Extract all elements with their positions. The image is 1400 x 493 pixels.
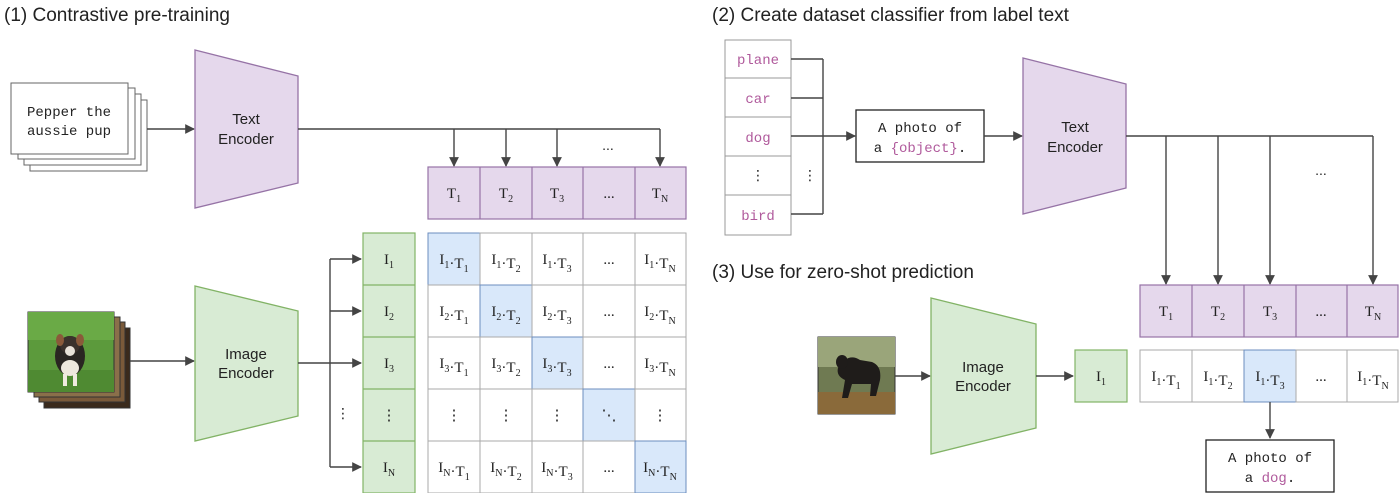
matrix-cell: I1·T2 — [491, 252, 520, 275]
result-line1: A photo of — [1228, 451, 1312, 467]
text-token-2: T2 — [499, 186, 513, 205]
text-encoder-2: Text Encoder — [1022, 57, 1127, 215]
image-token-single: I1 — [1074, 349, 1128, 403]
text-token-dots: ... — [603, 186, 614, 202]
image-token-1: I1 — [384, 252, 394, 271]
text-encoder-2-label-1: Text — [1061, 119, 1089, 136]
text-token-2-n: TN — [1365, 304, 1381, 323]
text-top-dots: ... — [602, 137, 614, 153]
svg-text:a {object}.: a {object}. — [874, 141, 966, 157]
prediction-result: A photo of a dog. — [1205, 439, 1335, 493]
image-token-dots: ⋮ — [382, 408, 397, 424]
label-car: car — [745, 92, 770, 108]
matrix-cell: IN·T1 — [438, 460, 469, 483]
matrix-cell: ⋮ — [499, 408, 514, 424]
image-encoder-2-label-2: Encoder — [955, 378, 1011, 395]
matrix-cell: I1·T1 — [439, 252, 468, 275]
matrix-cell: IN·TN — [643, 460, 677, 483]
section1-title: (1) Contrastive pre-training — [4, 5, 230, 26]
score-cell-best: I1·T3 — [1255, 369, 1284, 392]
matrix-cell: ... — [603, 252, 614, 268]
prompt-line1: A photo of — [878, 121, 962, 137]
svg-text:a dog.: a dog. — [1245, 471, 1295, 487]
section2-title: (2) Create dataset classifier from label… — [712, 5, 1070, 26]
image-token-n: IN — [383, 460, 395, 479]
result-suffix: . — [1287, 471, 1295, 487]
text-encoder-2-label-2: Encoder — [1047, 139, 1103, 156]
matrix-cell: ... — [603, 356, 614, 372]
prompt-template: A photo of a {object}. — [855, 109, 985, 163]
text-encoder-label-2: Encoder — [218, 131, 274, 148]
matrix-cell: IN·T3 — [541, 460, 572, 483]
result-word: dog — [1262, 471, 1287, 487]
text-token-2-2: T2 — [1211, 304, 1225, 323]
text-encoder-label-1: Text — [232, 111, 260, 128]
image-token-column: I1 I2 I3 ⋮ IN — [362, 232, 416, 493]
matrix-cell: ⋮ — [550, 408, 565, 424]
matrix-cell: I2·TN — [644, 304, 675, 327]
text-token-2-3: T3 — [1263, 304, 1277, 323]
label-dots: ⋮ — [751, 167, 765, 183]
label-bird: bird — [741, 209, 775, 225]
text2-top-dots: ... — [1315, 162, 1327, 178]
matrix-cell: I2·T3 — [542, 304, 571, 327]
matrix-cell: I3·T2 — [491, 356, 520, 379]
matrix-cell: ... — [603, 304, 614, 320]
text-token-row-2: T1 T2 T3 ... TN — [1139, 284, 1399, 338]
matrix-cell: I3·T3 — [542, 356, 571, 379]
similarity-matrix: I1·T1 I1·T2 I1·T3 ... I1·TN I2·T1 I2·T2 … — [427, 232, 687, 493]
text-token-3: T3 — [550, 186, 564, 205]
text-token-n: TN — [652, 186, 668, 205]
text-token-row: T1 T2 T3 ... TN — [427, 166, 687, 220]
text-encoder: Text Encoder — [194, 49, 299, 209]
image-encoder-label-2: Encoder — [218, 365, 274, 382]
prompt-prefix: a — [874, 141, 891, 157]
section3-title: (3) Use for zero-shot prediction — [712, 262, 974, 283]
matrix-cell: ⋱ — [602, 408, 617, 424]
score-cell: I1·T2 — [1203, 369, 1232, 392]
image-encoder: Image Encoder — [194, 285, 299, 442]
caption-line1: Pepper the — [27, 105, 111, 121]
image-token-2: I2 — [384, 304, 394, 323]
image-token-3: I3 — [384, 356, 394, 375]
label-side-dots: ⋮ — [803, 167, 817, 183]
matrix-cell: I3·T1 — [439, 356, 468, 379]
text-token-1: T1 — [447, 186, 461, 205]
dog-photo — [817, 336, 896, 415]
image-encoder-2: Image Encoder — [930, 297, 1037, 455]
matrix-cell: I2·T2 — [491, 304, 520, 327]
matrix-cell: I1·TN — [644, 252, 675, 275]
image-encoder-label-1: Image — [225, 346, 267, 363]
dog-photo-stack — [27, 311, 131, 409]
image-side-dots: ⋮ — [336, 405, 350, 421]
matrix-cell: ⋮ — [447, 408, 462, 424]
caption-stack: Pepper the aussie pup — [10, 82, 148, 172]
matrix-cell: IN·T2 — [490, 460, 521, 483]
matrix-cell: I1·T3 — [542, 252, 571, 275]
result-prefix: a — [1245, 471, 1262, 487]
prompt-suffix: . — [958, 141, 966, 157]
prompt-placeholder: {object} — [891, 141, 958, 157]
label-list: plane car dog ⋮ bird — [724, 39, 792, 236]
text-token-2-1: T1 — [1159, 304, 1173, 323]
matrix-cell: I3·TN — [644, 356, 675, 379]
matrix-cell: ... — [603, 460, 614, 476]
matrix-cell: ⋮ — [653, 408, 668, 424]
score-row: I1·T1 I1·T2 I1·T3 ... I1·TN — [1139, 349, 1399, 403]
image-encoder-2-label-1: Image — [962, 359, 1004, 376]
score-cell: I1·T1 — [1151, 369, 1180, 392]
matrix-cell: I2·T1 — [439, 304, 468, 327]
label-dog: dog — [745, 131, 770, 147]
image-token-single-label: I1 — [1096, 369, 1106, 388]
caption-line2: aussie pup — [27, 124, 111, 140]
label-plane: plane — [737, 53, 779, 69]
text-token-2-dots: ... — [1315, 304, 1326, 320]
score-cell: I1·TN — [1357, 369, 1388, 392]
score-cell: ... — [1315, 369, 1326, 385]
